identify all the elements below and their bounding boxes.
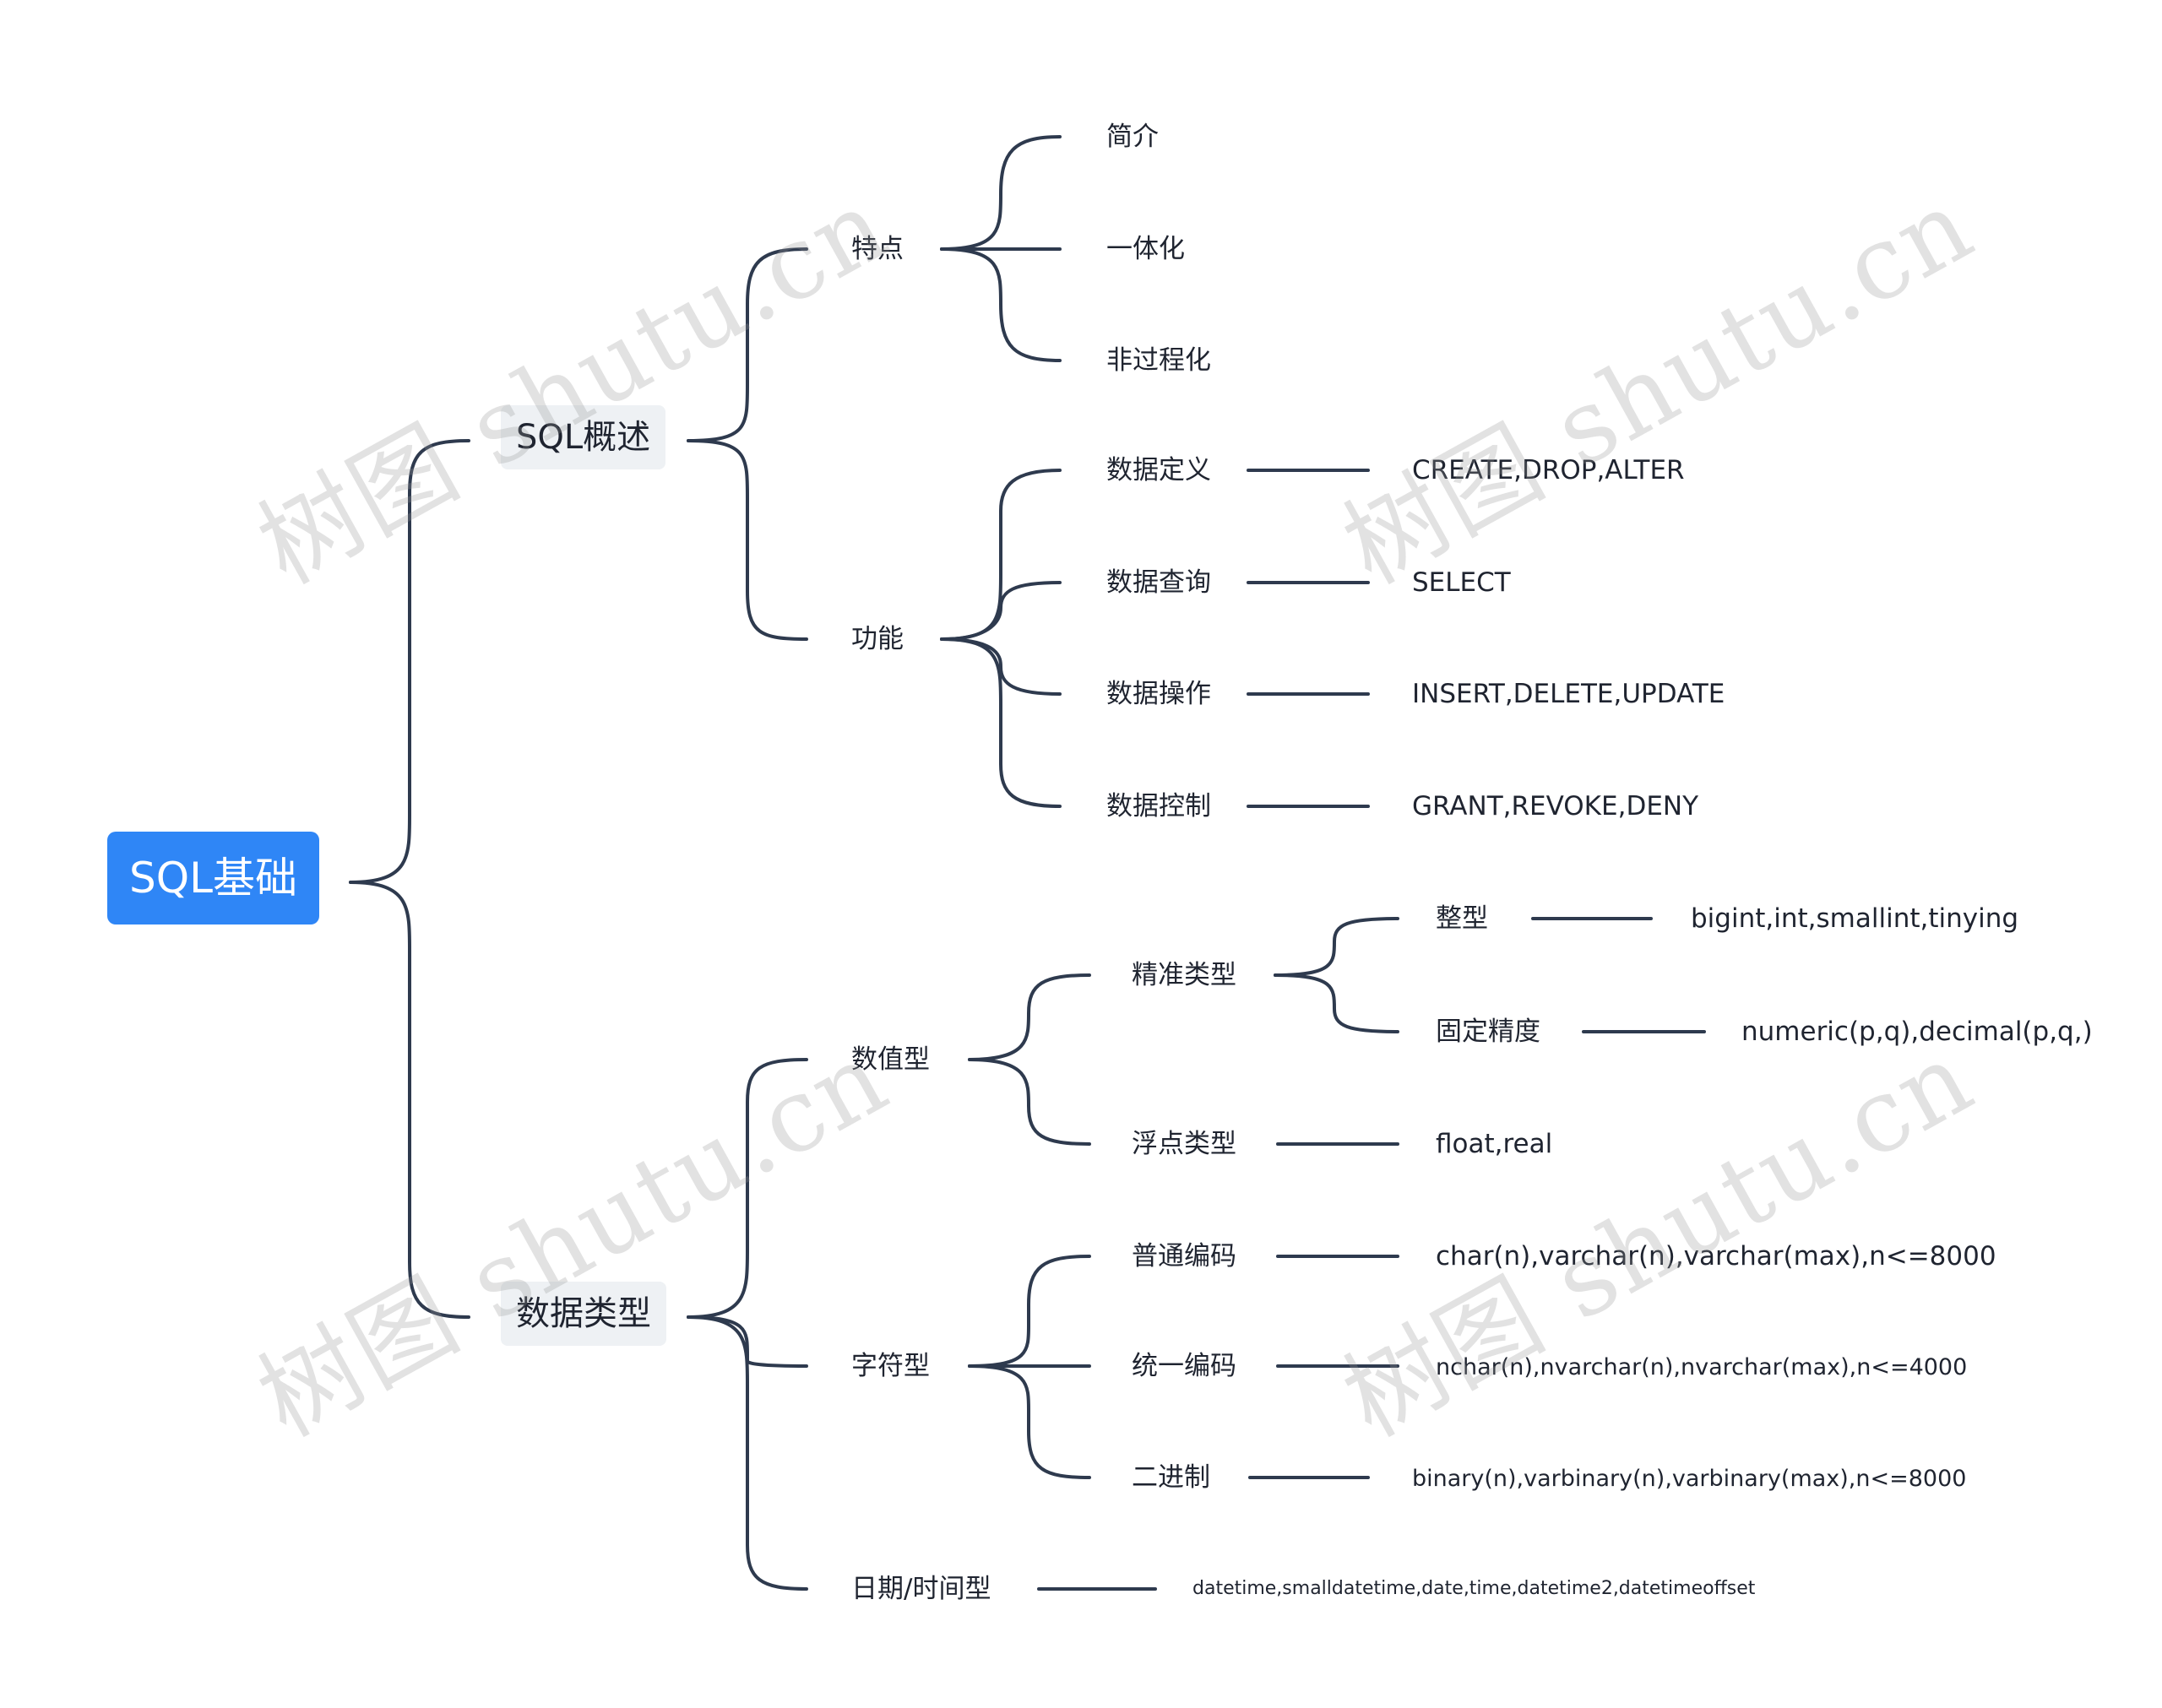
root-node[interactable]: SQL基础 xyxy=(107,832,319,924)
node-normal-encoding[interactable]: 普通编码 xyxy=(1132,1241,1236,1272)
value-data-definition[interactable]: CREATE,DROP,ALTER xyxy=(1412,455,1685,485)
node-float-type[interactable]: 浮点类型 xyxy=(1132,1129,1236,1159)
node-data-definition[interactable]: 数据定义 xyxy=(1106,455,1211,485)
value-data-manipulation[interactable]: INSERT,DELETE,UPDATE xyxy=(1412,679,1725,709)
topic-sql-overview[interactable]: SQL概述 xyxy=(501,405,666,469)
value-binary[interactable]: binary(n),varbinary(n),varbinary(max),n<… xyxy=(1412,1466,1967,1492)
node-binary[interactable]: 二进制 xyxy=(1132,1462,1210,1493)
node-integer[interactable]: 整型 xyxy=(1436,903,1488,934)
connector-root-overview xyxy=(349,439,470,884)
node-data-manipulation[interactable]: 数据操作 xyxy=(1106,679,1211,709)
node-character[interactable]: 字符型 xyxy=(851,1351,930,1381)
node-exact-type[interactable]: 精准类型 xyxy=(1132,960,1236,990)
node-datetime[interactable]: 日期/时间型 xyxy=(851,1574,991,1604)
value-datetime[interactable]: datetime,smalldatetime,date,time,datetim… xyxy=(1192,1578,1756,1599)
value-integer[interactable]: bigint,int,smallint,tinying xyxy=(1691,903,2019,934)
value-fixed-precision[interactable]: numeric(p,q),decimal(p,q,) xyxy=(1741,1017,2093,1047)
node-unicode-encoding[interactable]: 统一编码 xyxy=(1132,1351,1236,1381)
connector-overview-functions xyxy=(687,439,808,641)
node-functions[interactable]: 功能 xyxy=(851,624,904,654)
value-data-control[interactable]: GRANT,REVOKE,DENY xyxy=(1412,791,1699,821)
value-normal-encoding[interactable]: char(n),varchar(n),varchar(max),n<=8000 xyxy=(1436,1241,1996,1272)
topic-data-types[interactable]: 数据类型 xyxy=(501,1282,666,1346)
node-features[interactable]: 特点 xyxy=(851,234,904,264)
node-fixed-precision[interactable]: 固定精度 xyxy=(1436,1017,1540,1047)
node-data-control[interactable]: 数据控制 xyxy=(1106,791,1211,821)
node-feature-intro[interactable]: 简介 xyxy=(1106,122,1159,152)
connector-overview-features xyxy=(687,247,808,442)
connector-root-datatypes xyxy=(349,881,470,1319)
node-feature-integrated[interactable]: 一体化 xyxy=(1106,234,1185,264)
node-numeric[interactable]: 数值型 xyxy=(851,1044,930,1075)
node-data-query[interactable]: 数据查询 xyxy=(1106,567,1211,598)
value-float[interactable]: float,real xyxy=(1436,1129,1553,1159)
node-feature-nonprocedural[interactable]: 非过程化 xyxy=(1106,345,1211,376)
value-unicode-encoding[interactable]: nchar(n),nvarchar(n),nvarchar(max),n<=40… xyxy=(1436,1354,1968,1380)
value-data-query[interactable]: SELECT xyxy=(1412,567,1511,598)
